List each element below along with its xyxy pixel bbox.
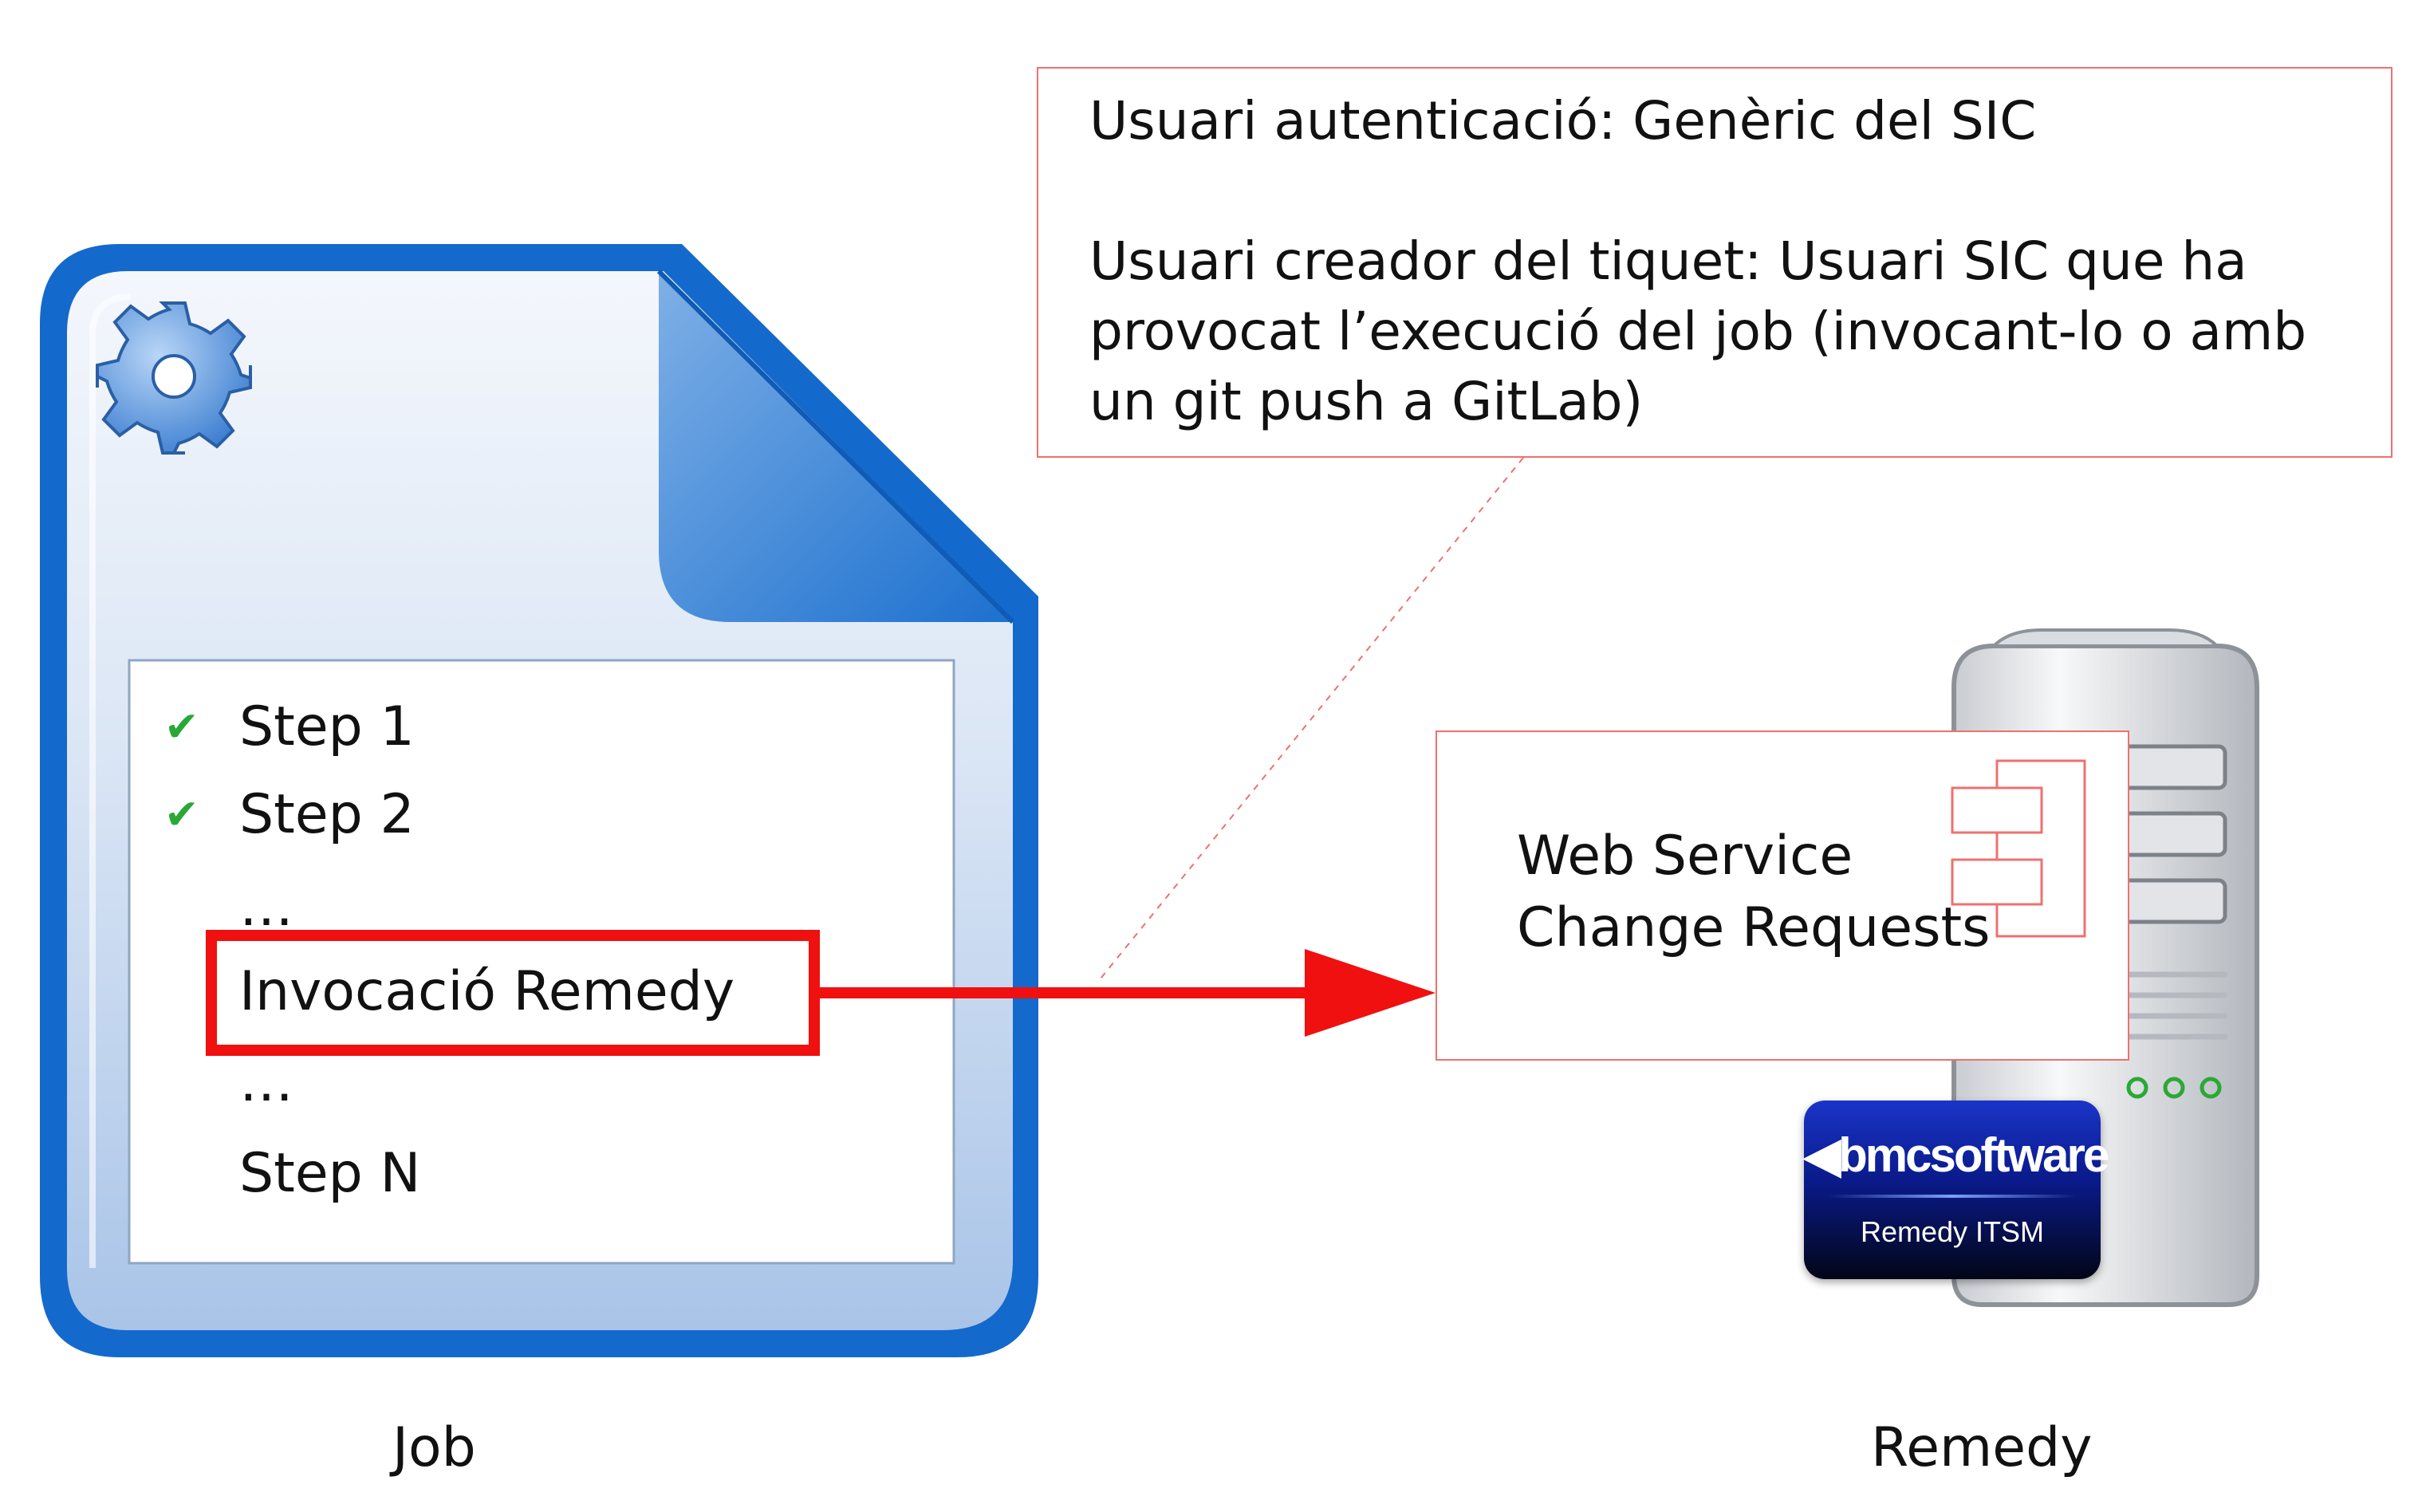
step-n-label: Step N: [239, 1142, 421, 1205]
callout-line-4: provocat l’execució del job (invocant-lo…: [1089, 301, 2307, 362]
step-invocacio-remedy-label: Invocació Remedy: [239, 960, 735, 1023]
remedy-caption: Remedy: [1871, 1416, 2093, 1479]
callout-connector: [1097, 457, 1524, 983]
invocacio-remedy-highlight: [206, 930, 820, 1056]
bmc-divider: [1828, 1195, 2077, 1198]
bmc-remedy-badge: ◀bmcsoftware Remedy ITSM: [1804, 1101, 2109, 1279]
job-caption: Job: [392, 1416, 476, 1479]
step-ellipsis-1: …: [239, 876, 293, 939]
callout-line-5: un git push a GitLab): [1089, 371, 1644, 432]
bmc-product-name: Remedy ITSM: [1860, 1215, 2045, 1248]
bmc-logo: ◀bmcsoftware: [1804, 1128, 2109, 1182]
component-icon: [1951, 759, 2086, 938]
step-2-label: Step 2: [239, 783, 415, 846]
web-service-line-1: Web Service: [1517, 825, 1853, 888]
step-1-check-icon: ✔: [164, 703, 199, 751]
step-ellipsis-2: …: [239, 1051, 293, 1114]
callout-line-3: Usuari creador del tiquet: Usuari SIC qu…: [1089, 230, 2247, 292]
step-1-label: Step 1: [239, 695, 415, 758]
gear-icon: [96, 301, 252, 455]
callout-line-1: Usuari autenticació: Genèric del SIC: [1089, 90, 2037, 152]
invocation-arrow-head: [1305, 949, 1436, 1037]
authentication-callout: Usuari autenticació: Genèric del SIC Usu…: [1037, 67, 2393, 458]
web-service-line-2: Change Requests: [1517, 896, 1991, 959]
web-service-box: Web Service Change Requests: [1436, 730, 2129, 1061]
step-2-check-icon: ✔: [164, 791, 199, 839]
